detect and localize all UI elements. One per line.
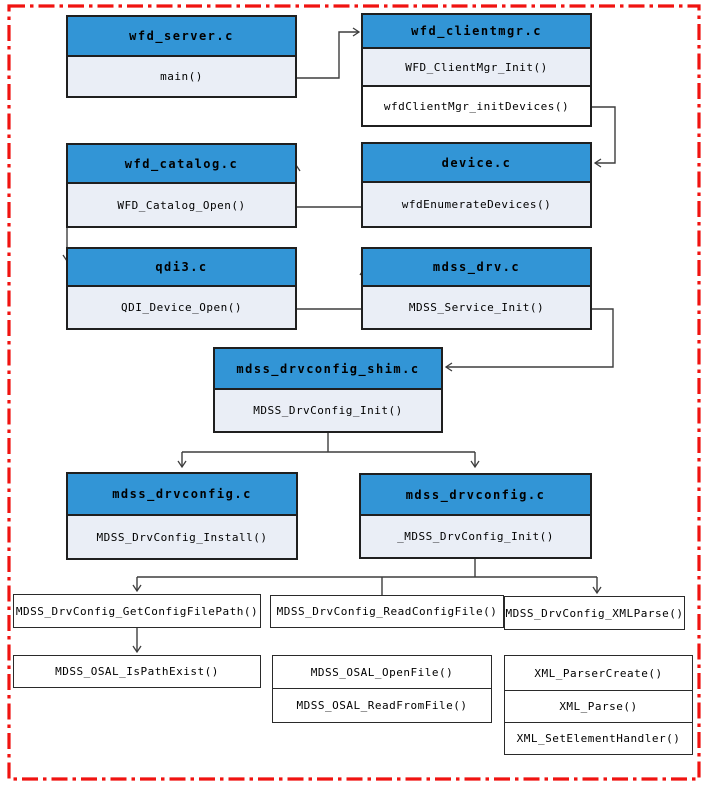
function-main: main()	[68, 57, 295, 96]
function-box-getconfigfilepath: MDSS_DrvConfig_GetConfigFilePath()	[13, 594, 261, 628]
file-title-wfd-catalog: wfd_catalog.c	[68, 145, 295, 184]
file-box-mdss-drvconfig-shim: mdss_drvconfig_shim.c MDSS_DrvConfig_Ini…	[213, 347, 443, 433]
file-title-wfd-server: wfd_server.c	[68, 17, 295, 57]
file-box-mdss-drvconfig-install: mdss_drvconfig.c MDSS_DrvConfig_Install(…	[66, 472, 298, 560]
file-title-mdss-drvconfig-right: mdss_drvconfig.c	[361, 475, 590, 516]
function-readconfigfile: MDSS_DrvConfig_ReadConfigFile()	[271, 596, 503, 627]
function-mdss-drvconfig-init: MDSS_DrvConfig_Init()	[215, 390, 441, 431]
function-wfdclientmgr-initdevices: wfdClientMgr_initDevices()	[363, 85, 590, 125]
file-title-mdss-drvconfig-shim: mdss_drvconfig_shim.c	[215, 349, 441, 390]
connector-initdevices-to-device	[592, 106, 616, 168]
connector-qdi3-to-mdssdrv	[297, 267, 369, 310]
function-mdss-drvconfig-install: MDSS_DrvConfig_Install()	[68, 516, 296, 558]
function-box-ispathexist: MDSS_OSAL_IsPathExist()	[13, 655, 261, 688]
function-ispathexist: MDSS_OSAL_IsPathExist()	[14, 656, 260, 687]
function-osal-openfile: MDSS_OSAL_OpenFile()	[273, 656, 491, 688]
file-title-device: device.c	[363, 144, 590, 183]
file-box-device: device.c wfdEnumerateDevices()	[361, 142, 592, 228]
file-title-mdss-drv: mdss_drv.c	[363, 249, 590, 287]
function-box-osal-file-ops: MDSS_OSAL_OpenFile() MDSS_OSAL_ReadFromF…	[272, 655, 492, 723]
file-box-qdi3: qdi3.c QDI_Device_Open()	[66, 247, 297, 330]
function-xmlparse: MDSS_DrvConfig_XMLParse()	[505, 597, 684, 629]
function-xml-parsercreate: XML_ParserCreate()	[505, 656, 692, 690]
file-box-mdss-drvconfig-init: mdss_drvconfig.c _MDSS_DrvConfig_Init()	[359, 473, 592, 559]
file-title-wfd-clientmgr: wfd_clientmgr.c	[363, 15, 590, 49]
file-box-wfd-clientmgr: wfd_clientmgr.c WFD_ClientMgr_Init() wfd…	[361, 13, 592, 127]
connector-enumerate-to-catalog	[291, 163, 361, 208]
function-wfdenumeratedevices: wfdEnumerateDevices()	[363, 183, 590, 226]
file-box-wfd-catalog: wfd_catalog.c WFD_Catalog_Open()	[66, 143, 297, 228]
function-wfd-clientmgr-init: WFD_ClientMgr_Init()	[363, 49, 590, 85]
connector-main-to-clientmgr	[297, 27, 361, 79]
function-mdss-service-init: MDSS_Service_Init()	[363, 287, 590, 328]
file-title-qdi3: qdi3.c	[68, 249, 295, 287]
function-wfd-catalog-open: WFD_Catalog_Open()	[68, 184, 295, 226]
function-internal-mdss-drvconfig-init: _MDSS_DrvConfig_Init()	[361, 516, 590, 557]
function-getconfigfilepath: MDSS_DrvConfig_GetConfigFilePath()	[14, 595, 260, 627]
function-box-readconfigfile: MDSS_DrvConfig_ReadConfigFile()	[270, 595, 504, 628]
function-xml-parse: XML_Parse()	[505, 690, 692, 722]
file-box-mdss-drv: mdss_drv.c MDSS_Service_Init()	[361, 247, 592, 330]
function-xml-setelementhandler: XML_SetElementHandler()	[505, 722, 692, 754]
function-box-xml-parser-ops: XML_ParserCreate() XML_Parse() XML_SetEl…	[504, 655, 693, 755]
file-box-wfd-server: wfd_server.c main()	[66, 15, 297, 98]
function-osal-readfromfile: MDSS_OSAL_ReadFromFile()	[273, 688, 491, 722]
file-title-mdss-drvconfig-left: mdss_drvconfig.c	[68, 474, 296, 516]
function-qdi-device-open: QDI_Device_Open()	[68, 287, 295, 328]
function-box-xmlparse: MDSS_DrvConfig_XMLParse()	[504, 596, 685, 630]
